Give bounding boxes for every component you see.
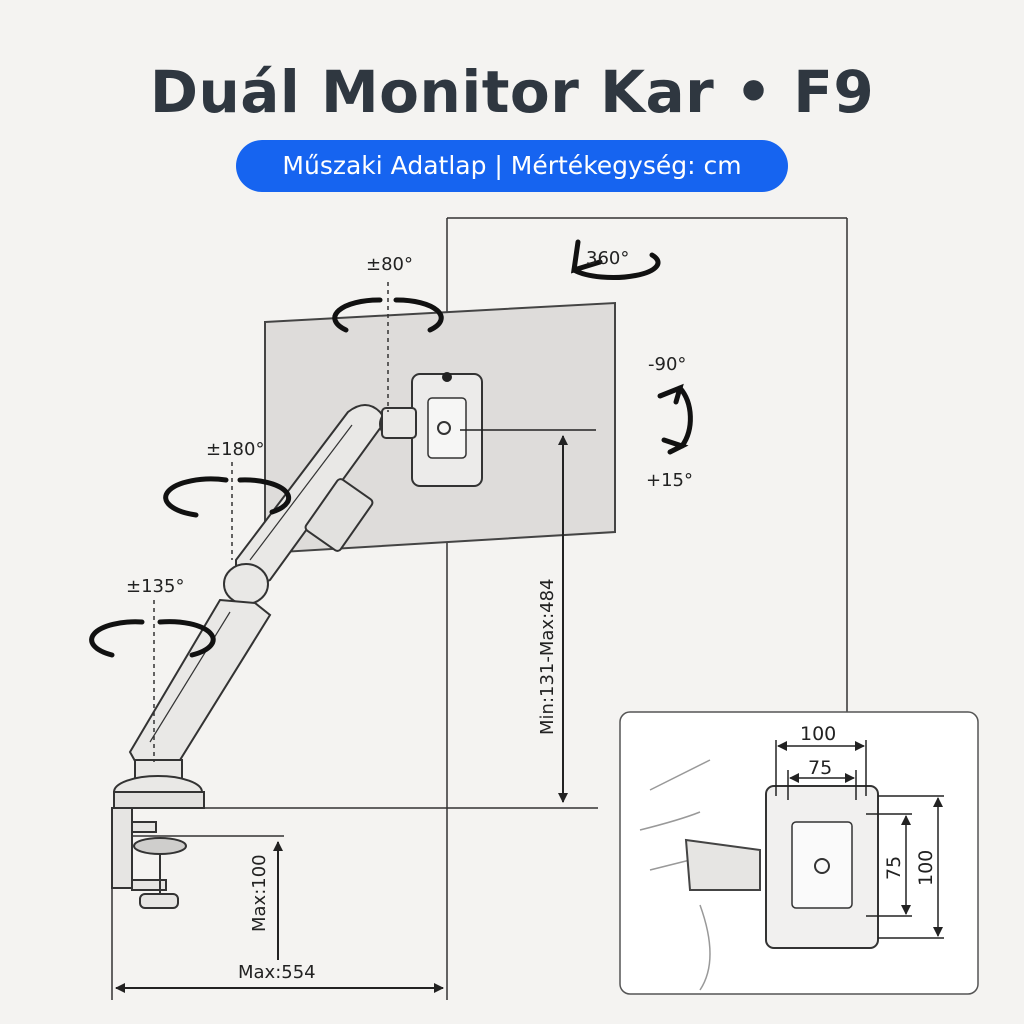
rotation-360-label: 360° [586, 248, 629, 269]
vesa-100-horizontal-label: 100 [800, 723, 836, 745]
desk-clamp [111, 807, 187, 909]
height-dimension [460, 429, 596, 803]
swivel-135-label: ±135° [126, 576, 184, 597]
page-title: Duál Monitor Kar • F9 [149, 58, 875, 126]
vesa-inset [619, 711, 979, 995]
rotate-minus-90-label: -90° [648, 354, 686, 375]
vesa-75-horizontal-label: 75 [808, 757, 832, 779]
vesa-75-vertical-label: 75 [883, 856, 905, 880]
monitor-arm [113, 404, 417, 809]
swivel-180-label: ±180° [206, 439, 264, 460]
rotation-arrows [89, 239, 693, 658]
reach-label: Max:554 [238, 962, 316, 983]
subtitle-badge: Műszaki Adatlap | Mértékegység: cm [236, 140, 788, 192]
vesa-100-vertical-label: 100 [915, 850, 937, 886]
height-range-label: Min:131-Max:484 [537, 579, 558, 736]
rotation-axis-lines [153, 282, 389, 762]
clamp-thickness-label: Max:100 [249, 854, 270, 932]
rotate-plus-15-label: +15° [646, 470, 693, 491]
tilt-label: ±80° [366, 254, 413, 275]
